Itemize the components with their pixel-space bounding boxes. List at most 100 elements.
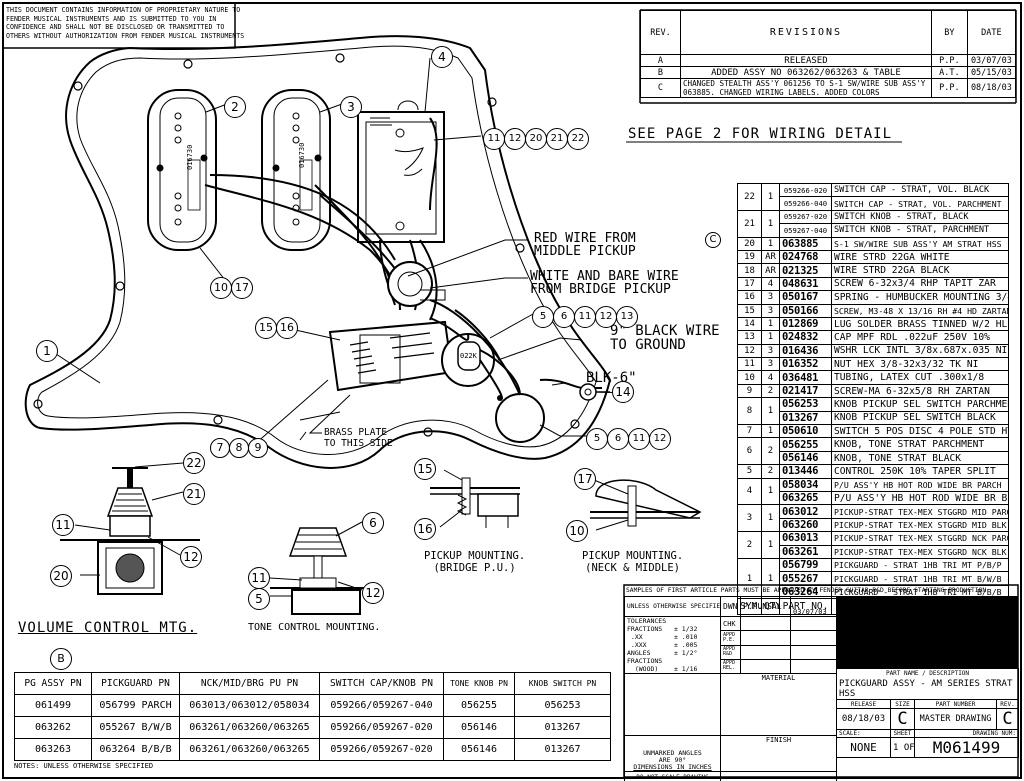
part-sym: 20: [737, 236, 762, 251]
part-number: 058034: [779, 477, 832, 492]
bridge-humbucker: [357, 111, 445, 243]
part-description: PICKUP-STRAT TEX-MEX STGGRD MID PARCH: [831, 504, 1009, 519]
pickup-mounting-bridge-label: PICKUP MOUNTING.(BRIDGE P.U.): [424, 550, 526, 574]
part-description: PICKUP-STRAT TEX-MEX STGGRD NCK PARCH: [831, 531, 1009, 546]
part-qty: 4: [761, 370, 780, 385]
part-number: 063885: [779, 236, 832, 251]
balloon-6-tone: 6: [362, 512, 384, 534]
part-number: 012869: [779, 316, 832, 332]
pot-mark: 022K: [460, 352, 477, 360]
part-description: NUT HEX 3/8-32x3/32 TK NI: [831, 357, 1009, 372]
part-description: CONTROL 250K 10% TAPER SPLIT: [831, 464, 1009, 479]
part-number: 021325: [779, 263, 832, 278]
part-qty: 2: [761, 437, 780, 466]
middle-pickup-mark: 016730: [298, 142, 306, 168]
part-qty: 3: [761, 357, 780, 372]
part-number: 063260: [779, 517, 832, 533]
part-sym: 8: [737, 397, 762, 426]
revisions-header: REVISIONS: [679, 10, 932, 55]
part-description: S-1 SW/WIRE SUB ASS'Y AM STRAT HSS: [831, 236, 1009, 251]
revision-c-marker: C: [705, 232, 721, 248]
tone-control-drawing: [269, 521, 380, 615]
part-qty: AR: [761, 263, 780, 278]
part-sym: 10: [737, 370, 762, 385]
part-sym: 2: [737, 531, 762, 559]
balloon-21: 21: [183, 483, 205, 505]
part-number: 050610: [779, 424, 832, 439]
part-description: LUG SOLDER BRASS TINNED W/2 HL: [831, 316, 1009, 332]
balloon-16-mount: 16: [414, 518, 436, 540]
part-sym: 21: [737, 209, 762, 238]
part-number: 016436: [779, 343, 832, 359]
part-sym: 19: [737, 249, 762, 265]
part-number: 063265: [779, 490, 832, 506]
pickguard-outline: [24, 35, 612, 469]
part-qty: 1: [761, 209, 780, 238]
part-sym: 16: [737, 290, 762, 305]
part-description: PICKUP-STRAT TEX-MEX STGGRD MID BLK: [831, 517, 1009, 533]
balloon-22: 22: [183, 452, 205, 474]
part-description: KNOB PICKUP SEL SWITCH PARCHMENT: [831, 397, 1009, 412]
part-description: WIRE STRD 22GA WHITE: [831, 249, 1009, 265]
volume-pot: [387, 261, 446, 307]
part-qty: 4: [761, 276, 780, 292]
part-number: 063261: [779, 544, 832, 559]
volume-control-drawing: [60, 462, 200, 595]
part-number: 056146: [779, 450, 832, 466]
see-page-note: SEE PAGE 2 FOR WIRING DETAIL: [628, 126, 893, 142]
part-description: TUBING, LATEX CUT .300x1/8: [831, 370, 1009, 385]
part-qty: 3: [761, 303, 780, 318]
part-number: 059267-040: [779, 223, 832, 238]
part-description: PICKGUARD - STRAT 1HB TRI MT B/W/B: [831, 571, 1009, 586]
part-number: 016352: [779, 357, 832, 372]
part-qty: 1: [761, 316, 780, 332]
part-description: WIRE STRD 22GA BLACK: [831, 263, 1009, 278]
part-sym: 14: [737, 316, 762, 332]
part-number: 059266-020: [779, 182, 832, 198]
part-sym: 17: [737, 276, 762, 292]
part-number: 059267-020: [779, 209, 832, 225]
part-qty: 2: [761, 383, 780, 399]
part-description: SPRING - HUMBUCKER MOUNTING 3/4": [831, 290, 1009, 305]
part-description: P/U ASS'Y HB HOT ROD WIDE BR PARCH: [831, 477, 1009, 492]
part-number: 024832: [779, 330, 832, 345]
part-sym: 11: [737, 357, 762, 372]
part-sym: 12: [737, 343, 762, 359]
neck-pickup-mark: 016730: [186, 144, 194, 170]
pickup-mounting-neck-label: PICKUP MOUNTING.(NECK & MIDDLE): [582, 550, 684, 574]
part-description: KNOB, TONE STRAT PARCHMENT: [831, 437, 1009, 452]
volume-control-label: VOLUME CONTROL MTG.: [18, 620, 198, 636]
middle-pickup: [261, 89, 331, 251]
balloon-11-volume: 11: [52, 514, 74, 536]
part-qty: 1: [761, 236, 780, 251]
part-number: 021417: [779, 383, 832, 399]
part-qty: 1: [761, 424, 780, 439]
part-sym: 18: [737, 263, 762, 278]
part-number: 036481: [779, 370, 832, 385]
balloon-14: 14: [612, 381, 634, 403]
balloon-2: 2: [224, 96, 246, 118]
